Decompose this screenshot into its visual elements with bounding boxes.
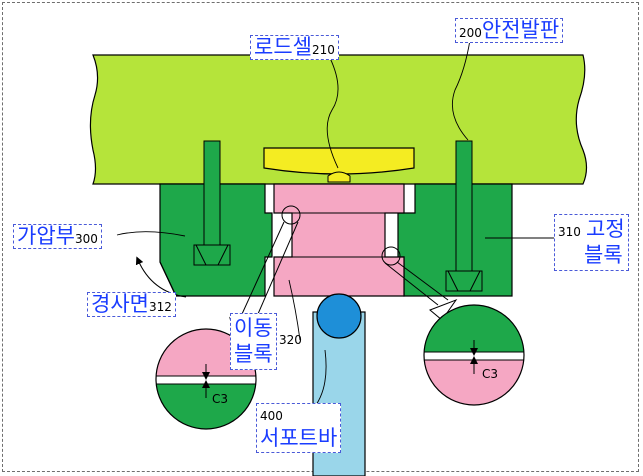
moving-block <box>273 183 405 297</box>
bolt-left <box>193 140 231 266</box>
support-bar-label-num: 400 <box>260 409 283 423</box>
gap-label-right: C3 <box>482 367 499 381</box>
safety-plate-label-num: 200 <box>459 26 482 40</box>
leader-safety-plate <box>451 39 471 141</box>
gap-label-left: C3 <box>212 392 229 406</box>
load-cell-contact <box>327 171 351 183</box>
detail-circle-left <box>155 328 257 430</box>
press-part-label-num: 300 <box>74 232 98 246</box>
detail-arrow-right <box>384 261 458 321</box>
detail-marker-right <box>381 246 401 266</box>
slope-label: 경사면312 <box>87 292 176 317</box>
detail-marker-left <box>281 205 301 225</box>
slope-edge <box>159 261 177 297</box>
leader-moving-block <box>288 279 301 341</box>
loadcell-label-num: 210 <box>311 43 335 57</box>
load-cell <box>263 147 415 175</box>
support-bar-label-text: 서포트바 <box>260 426 338 450</box>
bolt-right <box>445 140 483 292</box>
loadcell-label: 로드셀210 <box>250 35 339 60</box>
moving-block-label-num: 320 <box>279 333 302 347</box>
detail-view-right <box>424 305 524 405</box>
fixed-block-label: 310 고정 블록 <box>554 214 629 271</box>
fixed-block-label-num: 310 <box>558 225 581 239</box>
support-ball <box>316 293 362 339</box>
slope-label-text: 경사면 <box>91 292 149 316</box>
safety-plate-label-text: 안전발판 <box>481 18 560 42</box>
moving-block-label-line2: 블록 <box>234 342 273 367</box>
loadcell-label-text: 로드셀 <box>254 35 312 59</box>
press-part-label-text: 가압부 <box>17 224 75 248</box>
moving-block-label-line1: 이동 <box>234 316 273 340</box>
support-bar-label: 400 서포트바 <box>256 403 342 454</box>
moving-block-label: 이동 블록 <box>230 313 277 370</box>
fixed-block-label-line2: 블록 <box>584 243 623 268</box>
leader-loadcell <box>326 57 339 169</box>
safety-plate-label: 200안전발판 <box>455 18 564 43</box>
leader-press-part <box>116 231 186 237</box>
slope-label-num: 312 <box>148 300 172 314</box>
fixed-block-label-line1: 고정 <box>586 217 625 241</box>
press-part-label: 가압부300 <box>13 224 102 249</box>
detail-circle-right <box>423 304 525 406</box>
slope-arrow <box>135 256 187 298</box>
